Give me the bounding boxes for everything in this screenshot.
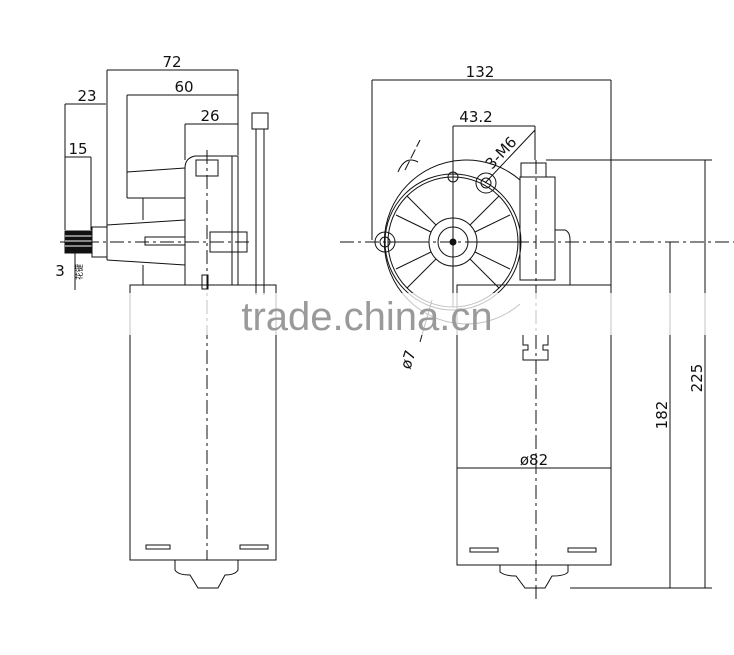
thread-callout: 3-M6 <box>482 129 536 184</box>
svg-text:15: 15 <box>68 140 87 158</box>
front-view: 132 43.2 3-M6 <box>340 63 734 600</box>
dim-60: 60 <box>126 78 238 198</box>
spline-shaft: 3 花键 <box>55 226 108 290</box>
wire-connector <box>251 112 269 295</box>
svg-text:ø82: ø82 <box>520 451 548 469</box>
dim-225: 225 <box>546 159 712 588</box>
mount-hole-top <box>475 172 497 194</box>
svg-text:3: 3 <box>55 262 65 280</box>
svg-text:3-M6: 3-M6 <box>482 133 521 173</box>
motor-body-front <box>456 284 612 589</box>
side-view: 72 60 23 26 15 3 花键 <box>55 53 277 589</box>
svg-text:182: 182 <box>653 401 671 430</box>
svg-text:225: 225 <box>688 364 706 393</box>
dim-15: 15 <box>65 140 92 230</box>
bracket-front <box>519 160 571 600</box>
svg-text:花键: 花键 <box>74 264 84 280</box>
gearbox-side <box>60 150 250 560</box>
motor-body-side <box>129 284 277 589</box>
svg-text:23: 23 <box>77 87 96 105</box>
dim-23: 23 <box>64 87 106 230</box>
dim-26: 26 <box>184 107 238 160</box>
svg-text:43.2: 43.2 <box>459 108 492 126</box>
svg-text:26: 26 <box>200 107 219 125</box>
dim-72: 72 <box>106 53 239 225</box>
svg-text:132: 132 <box>466 63 495 81</box>
dim-o82: ø82 <box>457 451 611 469</box>
svg-text:72: 72 <box>162 53 181 71</box>
svg-text:60: 60 <box>174 78 193 96</box>
dim-43-2: 43.2 <box>452 108 536 300</box>
svg-text:ø7: ø7 <box>397 348 420 371</box>
watermark: trade.china.cn <box>241 295 492 339</box>
